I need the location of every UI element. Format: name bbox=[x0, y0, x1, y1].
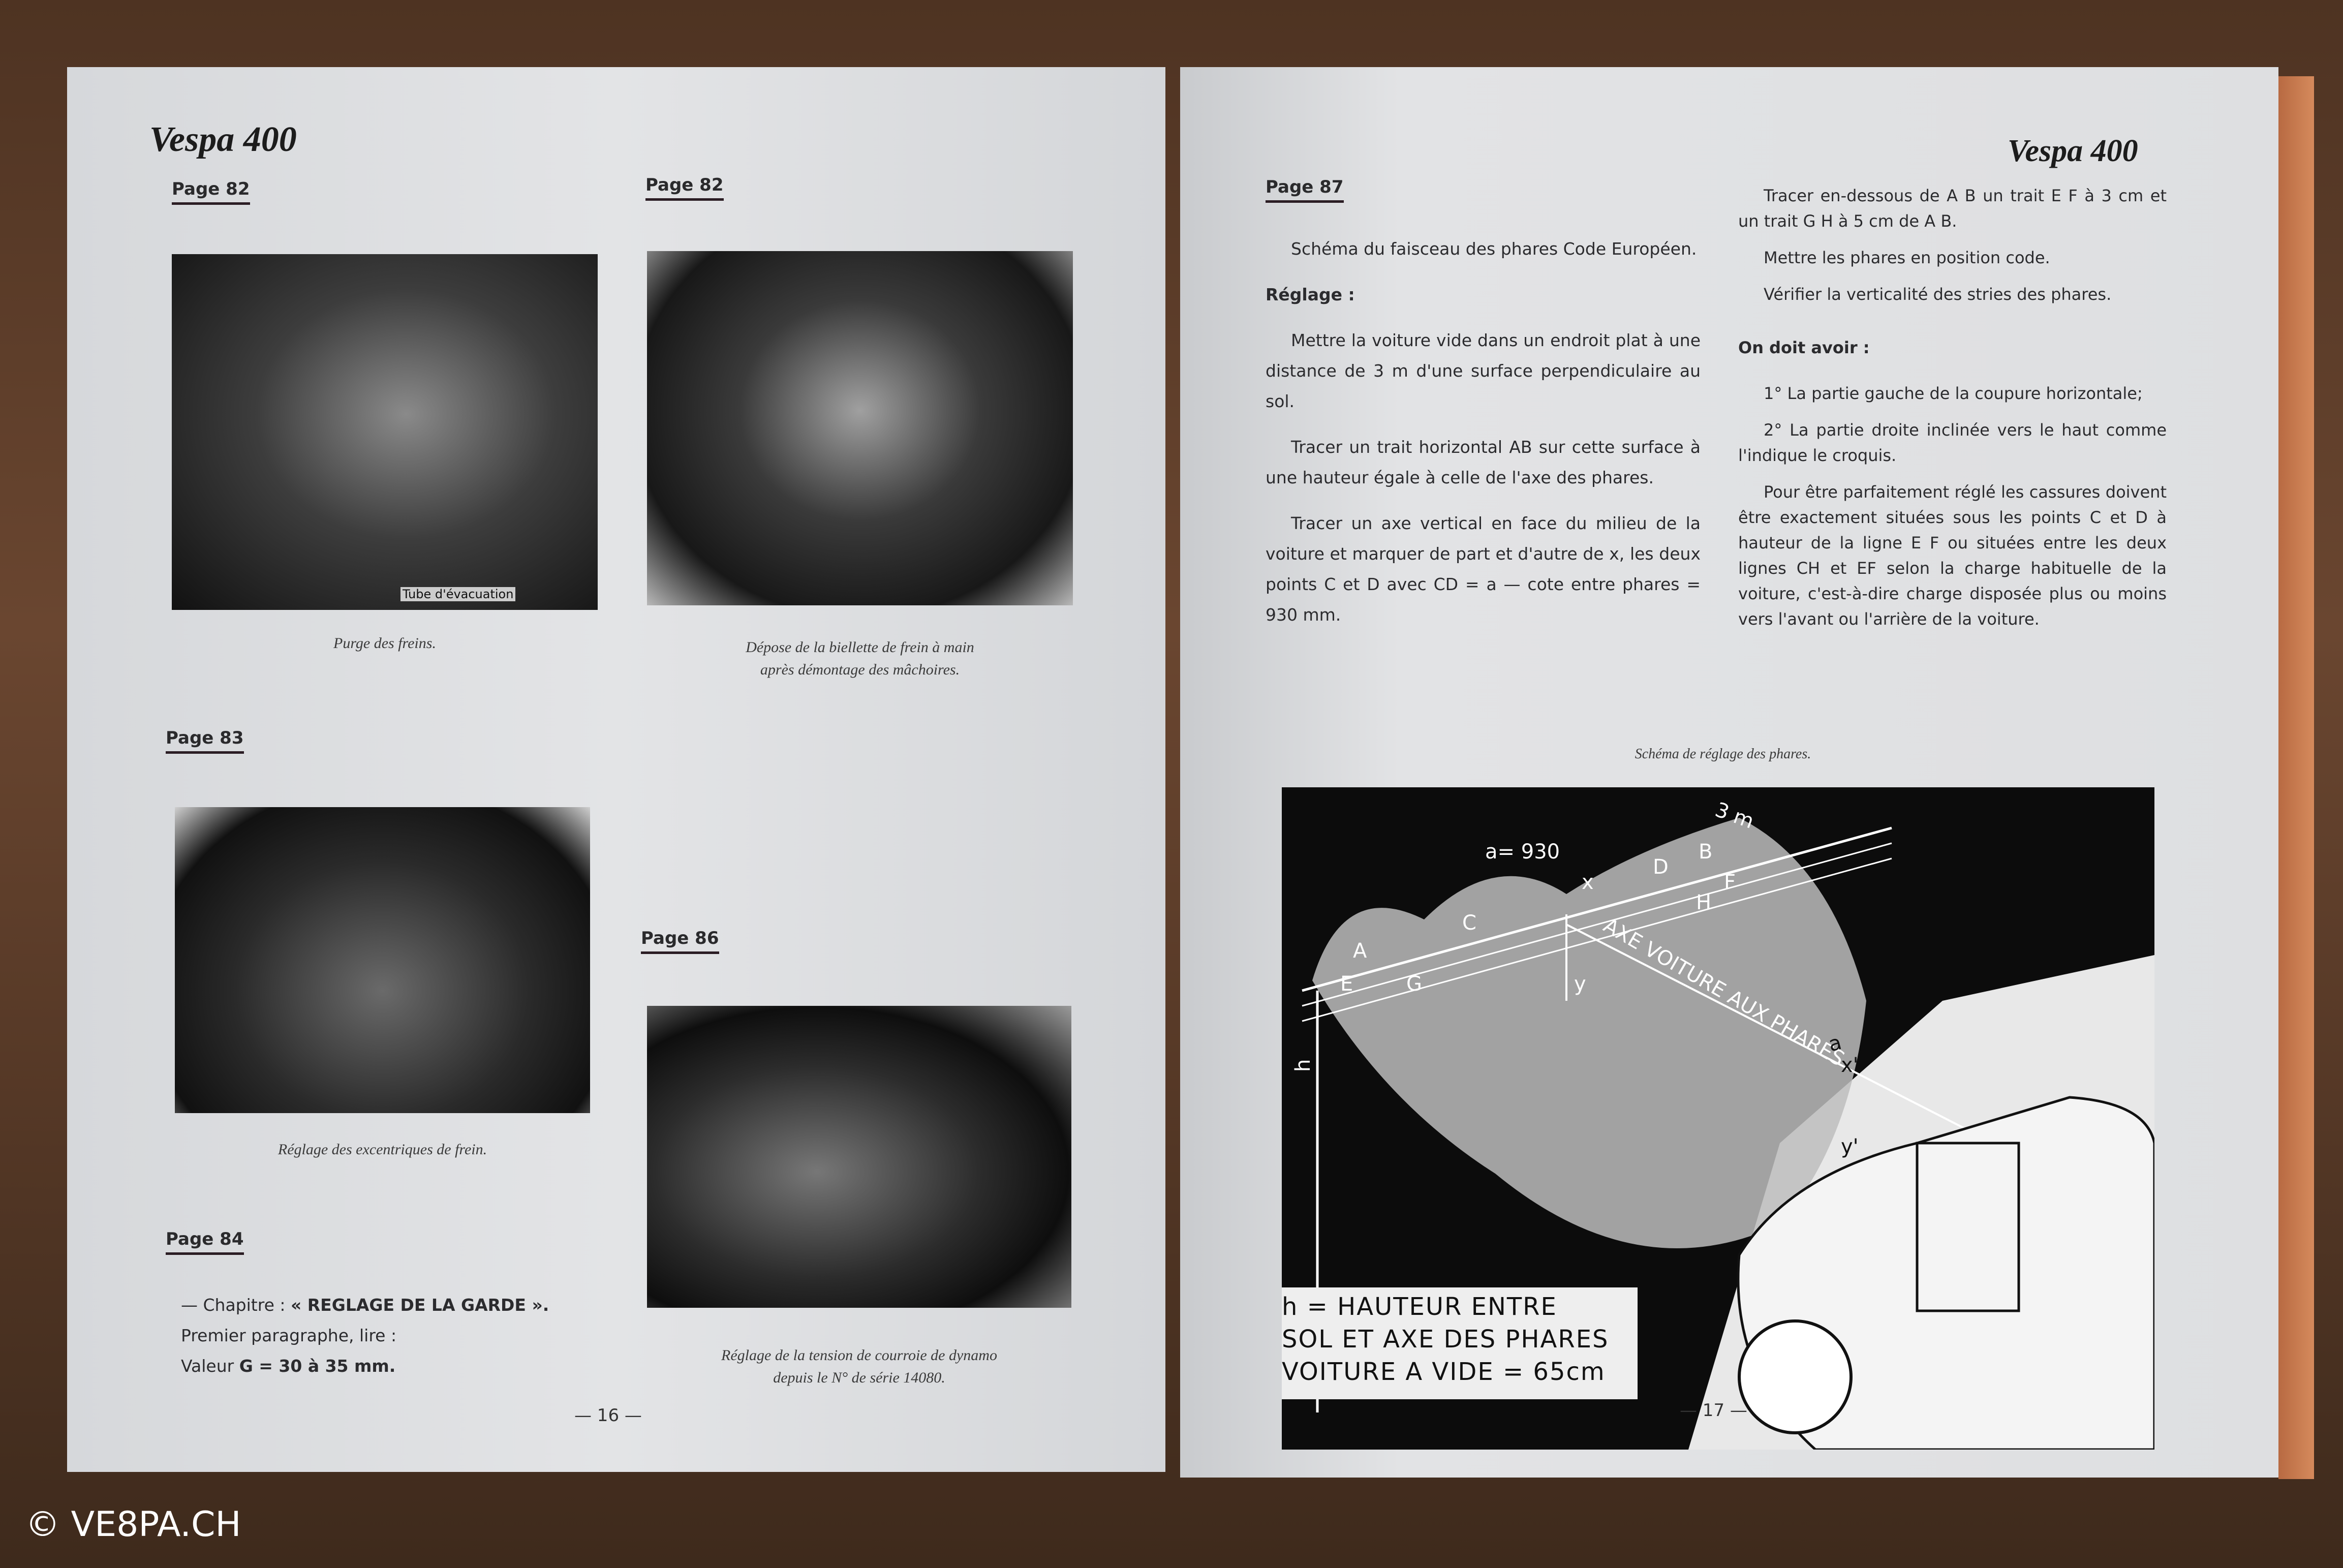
paragraph: Pour être parfaitement réglé les cassure… bbox=[1738, 482, 2167, 629]
paragraph: Tracer un trait horizontal AB sur cette … bbox=[1266, 437, 1701, 487]
section-heading: Page 84 bbox=[166, 1229, 244, 1255]
legend-line: SOL ET AXE DES PHARES bbox=[1282, 1325, 1609, 1354]
caption-line: après démontage des mâchoires. bbox=[760, 661, 960, 678]
subheading: Réglage : bbox=[1266, 285, 1355, 304]
car-axis-line bbox=[1566, 924, 1994, 1144]
caption: Purge des freins. bbox=[333, 635, 436, 652]
text: — Chapitre : bbox=[181, 1295, 291, 1315]
label-f: F bbox=[1724, 871, 1736, 894]
caption: Réglage des excentriques de frein. bbox=[278, 1141, 487, 1158]
paragraph: 2° La partie droite inclinée vers le hau… bbox=[1738, 420, 2167, 465]
section-heading: Page 83 bbox=[166, 728, 244, 754]
label-e: E bbox=[1340, 972, 1353, 996]
label-h-point: H bbox=[1696, 891, 1711, 914]
photo-label: Tube d'évacuation bbox=[400, 587, 516, 601]
chapter-title: « REGLAGE DE LA GARDE ». bbox=[290, 1295, 549, 1315]
car-wheel bbox=[1738, 1319, 1853, 1434]
caption: Dépose de la biellette de frein à main a… bbox=[647, 636, 1073, 681]
label-x-prime: x' bbox=[1841, 1054, 1859, 1077]
line-ab bbox=[1302, 826, 1892, 992]
diagram-caption: Schéma de réglage des phares. bbox=[1635, 746, 1811, 762]
cover-edge bbox=[2278, 76, 2314, 1479]
value: G = 30 à 35 mm. bbox=[239, 1356, 396, 1376]
text: Valeur bbox=[181, 1356, 239, 1376]
vespa-logo: Vespa 400 bbox=[2008, 134, 2138, 168]
paragraph: Tracer en-dessous de A B un trait E F à … bbox=[1738, 186, 2167, 231]
photo-handbrake-rod bbox=[647, 251, 1073, 605]
photo-brake-eccentrics bbox=[175, 807, 590, 1113]
text: Premier paragraphe, lire : bbox=[181, 1326, 397, 1345]
subheading: On doit avoir : bbox=[1738, 338, 1870, 357]
section-heading: Page 82 bbox=[172, 179, 250, 205]
label-x: x bbox=[1582, 871, 1594, 894]
label-d: D bbox=[1653, 855, 1669, 879]
paragraph: 1° La partie gauche de la coupure horizo… bbox=[1764, 384, 2143, 403]
paragraph: Mettre la voiture vide dans un endroit p… bbox=[1266, 330, 1701, 411]
section-heading: Page 86 bbox=[641, 928, 719, 954]
label-a930: a= 930 bbox=[1485, 840, 1560, 864]
label-y-prime: y' bbox=[1841, 1135, 1859, 1158]
label-a: A bbox=[1353, 939, 1367, 963]
line-ef bbox=[1302, 842, 1892, 1007]
caption: Réglage de la tension de courroie de dyn… bbox=[647, 1344, 1071, 1389]
text-column-2: Tracer en-dessous de A B un trait E F à … bbox=[1738, 183, 2167, 647]
caption-line: Dépose de la biellette de frein à main bbox=[746, 639, 974, 656]
paragraph: Mettre les phares en position code. bbox=[1764, 248, 2050, 267]
caption-line: Réglage de la tension de courroie de dyn… bbox=[721, 1347, 997, 1364]
text-column-1: Schéma du faisceau des phares Code Europ… bbox=[1266, 234, 1701, 645]
photo-brake-bleeding: Tube d'évacuation bbox=[172, 254, 598, 610]
light-beam bbox=[1312, 818, 1866, 1248]
label-g: G bbox=[1406, 972, 1422, 996]
paragraph: Schéma du faisceau des phares Code Europ… bbox=[1291, 239, 1697, 259]
section-heading: Page 87 bbox=[1266, 177, 1344, 203]
correction-text: — Chapitre : « REGLAGE DE LA GARDE ». Pr… bbox=[181, 1290, 638, 1381]
watermark: © VE8PA.CH bbox=[25, 1504, 241, 1545]
page-number: — 16 — bbox=[574, 1405, 642, 1426]
paragraph: Vérifier la verticalité des stries des p… bbox=[1764, 285, 2112, 304]
label-h: h bbox=[1291, 1059, 1315, 1072]
legend-line: h = HAUTEUR ENTRE bbox=[1282, 1293, 1557, 1321]
paragraph: Tracer un axe vertical en face du milieu… bbox=[1266, 513, 1701, 625]
car-window bbox=[1916, 1142, 2020, 1312]
legend-line: VOITURE A VIDE = 65cm bbox=[1282, 1358, 1606, 1386]
label-c: C bbox=[1462, 911, 1476, 935]
page-number: — 17 — bbox=[1680, 1400, 1747, 1421]
label-b: B bbox=[1699, 840, 1712, 864]
diagram-legend: h = HAUTEUR ENTRE SOL ET AXE DES PHARES … bbox=[1282, 1287, 1638, 1399]
section-heading: Page 82 bbox=[645, 175, 724, 201]
caption-line: depuis le N° de série 14080. bbox=[773, 1369, 945, 1386]
label-y: y bbox=[1574, 972, 1586, 996]
headlight-adjustment-diagram: a= 930 3 m D B x C H F A E G y h AXE VOI… bbox=[1282, 787, 2154, 1450]
photo-dynamo-belt bbox=[647, 1006, 1071, 1308]
vespa-logo: Vespa 400 bbox=[149, 120, 297, 159]
